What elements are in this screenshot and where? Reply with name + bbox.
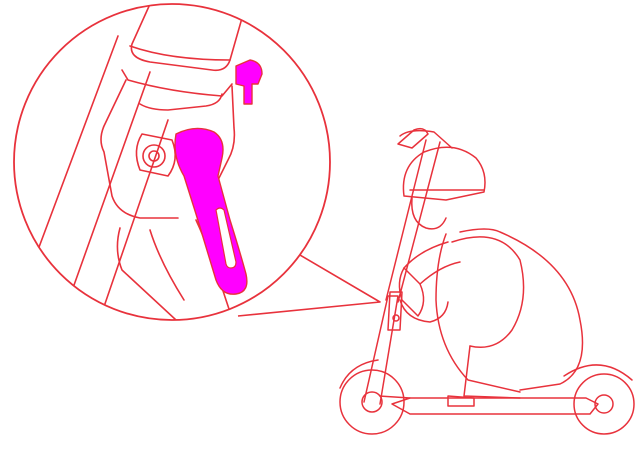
electric-scooter-icon bbox=[340, 129, 634, 434]
front-wheel bbox=[340, 370, 404, 434]
scooter-deck bbox=[392, 398, 598, 414]
rear-wheel bbox=[574, 374, 634, 434]
scooter-fork bbox=[364, 296, 398, 404]
crouching-person-icon bbox=[399, 147, 582, 406]
rider-head bbox=[403, 147, 485, 200]
deck-neck bbox=[380, 396, 410, 398]
rider-torso bbox=[436, 234, 520, 392]
scooter-handlebar-grip bbox=[398, 129, 428, 148]
callout-circle bbox=[14, 4, 330, 320]
callout-magnifier bbox=[8, 4, 380, 330]
rider-knee bbox=[452, 237, 524, 347]
rider-face bbox=[412, 198, 446, 229]
